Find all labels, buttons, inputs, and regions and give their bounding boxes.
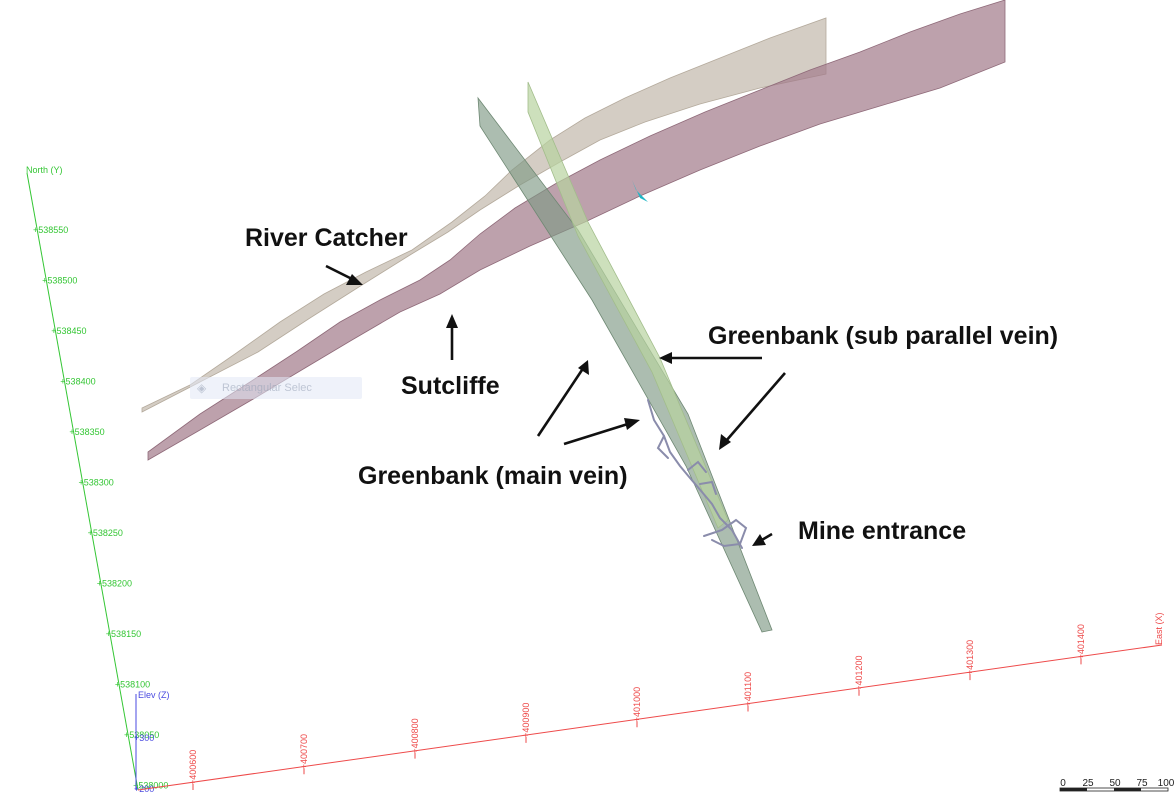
north-tick-label: +538550 <box>33 225 68 235</box>
callout-greenbank-sub: Greenbank (sub parallel vein) <box>708 322 1059 350</box>
north-axis: North (Y) +538550 +538500 +538450 +538400 +5… <box>26 165 168 791</box>
east-axis: East (X) +400600 +400700 +400800 +400900 +40… <box>137 612 1164 791</box>
callout-arrowheads <box>346 274 766 546</box>
north-tick-label: +538500 <box>42 276 77 286</box>
river-catcher-vein[interactable] <box>141 17 827 413</box>
east-tick-label: +400700 <box>299 734 309 769</box>
north-tick-label: +538250 <box>88 528 123 538</box>
east-tick-label: +401200 <box>854 656 864 691</box>
scale-bar-label: 100 <box>1158 778 1175 789</box>
elev-axis: Elev (Z) +300+200 <box>134 690 170 794</box>
east-tick-label: +400900 <box>521 703 531 738</box>
east-tick-label: +401400 <box>1076 624 1086 659</box>
selection-icon: ◈ <box>197 381 207 395</box>
callout-arrows <box>325 264 786 543</box>
north-tick-label: +538050 <box>124 730 159 740</box>
north-tick-label: +538100 <box>115 680 150 690</box>
ghost-tool-label: Rectangular Selec <box>222 382 312 394</box>
scale-bar-label: 0 <box>1060 778 1066 789</box>
east-tick-label: +401100 <box>743 672 753 707</box>
callout-greenbank-main: Greenbank (main vein) <box>358 462 628 490</box>
callout-mine-entrance: Mine entrance <box>798 517 967 545</box>
east-tick-label: +401300 <box>965 640 975 675</box>
north-tick-label: +538200 <box>97 579 132 589</box>
callout-river-catcher: River Catcher <box>245 224 408 252</box>
scale-bar: 0 25 50 75 100 <box>1059 778 1175 792</box>
greenbank-sub-vein[interactable] <box>527 81 729 529</box>
north-tick-label: +538350 <box>69 427 104 437</box>
cyan-marker <box>632 180 648 202</box>
elev-tick-label: +300 <box>134 733 154 743</box>
ghost-tool-overlay <box>190 377 362 399</box>
east-axis-label: East (X) <box>1154 612 1164 645</box>
callout-sutcliffe: Sutcliffe <box>401 372 500 400</box>
scale-bar-label: 75 <box>1136 778 1148 789</box>
east-tick-label: +401000 <box>632 687 642 722</box>
scale-bar-label: 50 <box>1109 778 1121 789</box>
north-tick-label: +538400 <box>60 377 95 387</box>
elev-axis-label: Elev (Z) <box>138 690 170 700</box>
north-tick-label: +538450 <box>51 326 86 336</box>
scale-bar-label: 25 <box>1082 778 1094 789</box>
east-tick-label: +400800 <box>410 718 420 753</box>
north-tick-label: +538000 <box>133 781 168 791</box>
sutcliffe-vein[interactable] <box>147 0 1006 461</box>
east-tick-label: +400600 <box>188 750 198 785</box>
north-tick-label: +538300 <box>79 478 114 488</box>
mine-workings[interactable] <box>647 399 748 549</box>
north-tick-label: +538150 <box>106 629 141 639</box>
north-axis-label: North (Y) <box>26 165 63 175</box>
